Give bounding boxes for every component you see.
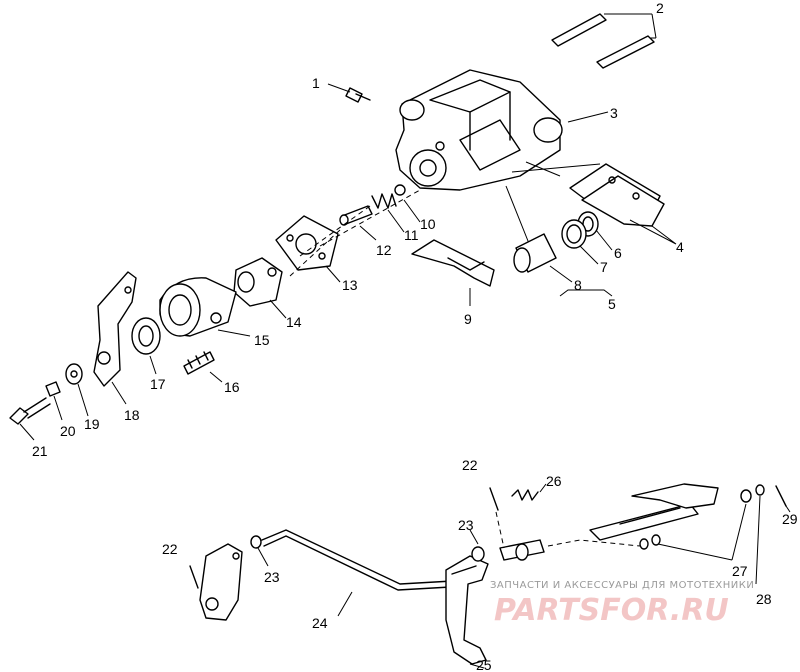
brake-pedal-linkage bbox=[189, 483, 791, 669]
callout-12: 12 bbox=[376, 242, 392, 258]
callout-20: 20 bbox=[60, 423, 76, 439]
callout-17: 17 bbox=[150, 376, 166, 392]
callout-11: 11 bbox=[404, 227, 419, 243]
callout-14: 14 bbox=[286, 314, 302, 330]
bolt-nut-washer bbox=[9, 363, 89, 441]
watermark-caption: ЗАПЧАСТИ И АКСЕССУАРЫ ДЛЯ МОТОТЕХНИКИ bbox=[490, 580, 754, 591]
callout-7: 7 bbox=[600, 259, 608, 275]
callout-8: 8 bbox=[574, 277, 582, 293]
callout-22-left: 22 bbox=[162, 541, 178, 557]
callout-1: 1 bbox=[312, 75, 320, 91]
support-bracket bbox=[93, 271, 137, 405]
master-cylinder-body bbox=[395, 69, 609, 191]
bleeder-screw bbox=[327, 83, 371, 103]
linkage-plate bbox=[411, 239, 495, 306]
callout-29: 29 bbox=[782, 511, 798, 527]
callout-labels: 1 2 3 4 5 6 7 8 9 10 11 12 13 14 15 16 1… bbox=[32, 0, 798, 672]
callout-4: 4 bbox=[676, 239, 684, 255]
callout-28: 28 bbox=[756, 591, 772, 607]
caliper-bolt bbox=[183, 351, 223, 383]
callout-18: 18 bbox=[124, 407, 140, 423]
callout-24: 24 bbox=[312, 615, 328, 631]
callout-10: 10 bbox=[420, 216, 436, 232]
callout-16: 16 bbox=[224, 379, 240, 395]
callout-23-left: 23 bbox=[264, 569, 280, 585]
callout-15: 15 bbox=[254, 332, 270, 348]
watermark-logo: PARTSFOR.RU bbox=[494, 593, 729, 628]
caliper-housing bbox=[233, 257, 287, 319]
piston-cylinder bbox=[159, 277, 251, 337]
callout-21: 21 bbox=[32, 443, 48, 459]
callout-27: 27 bbox=[732, 563, 748, 579]
callout-2: 2 bbox=[656, 0, 664, 16]
callout-22-right: 22 bbox=[462, 457, 478, 473]
callout-19: 19 bbox=[84, 416, 100, 432]
callout-13: 13 bbox=[342, 277, 358, 293]
reservoir-assembly bbox=[513, 211, 613, 297]
callout-9: 9 bbox=[464, 311, 472, 327]
callout-5: 5 bbox=[608, 296, 616, 312]
watermark: ЗАПЧАСТИ И АКСЕССУАРЫ ДЛЯ МОТОТЕХНИКИ PA… bbox=[490, 580, 754, 628]
callout-26: 26 bbox=[546, 473, 562, 489]
callout-25: 25 bbox=[476, 657, 492, 672]
gasket bbox=[275, 215, 341, 283]
mounting-bracket bbox=[569, 163, 677, 245]
pin-rods bbox=[551, 13, 657, 69]
seal-ring bbox=[131, 317, 161, 375]
callout-3: 3 bbox=[610, 105, 618, 121]
piston-spring-set bbox=[339, 184, 421, 241]
callout-23-right: 23 bbox=[458, 517, 474, 533]
callout-6: 6 bbox=[614, 245, 622, 261]
